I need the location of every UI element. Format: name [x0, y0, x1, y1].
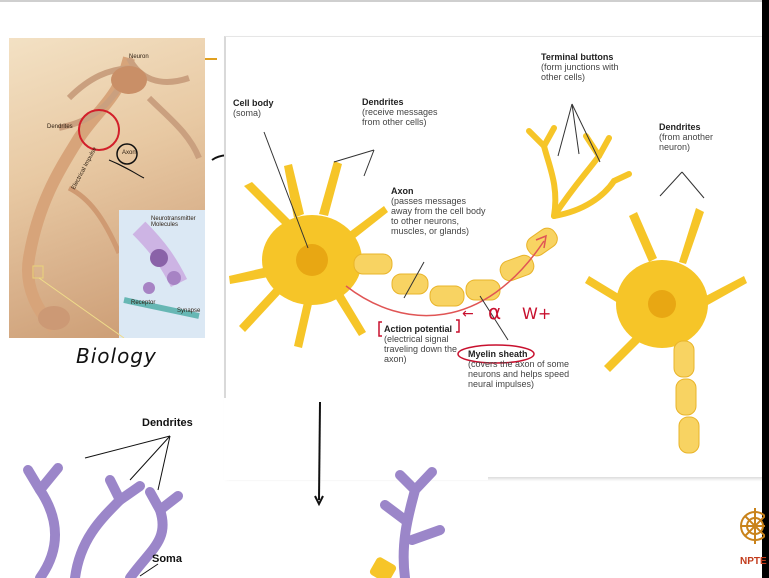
label-terminal-buttons: Terminal buttons (form junctions with ot… [541, 52, 627, 82]
label-action-potential-title: Action potential [384, 324, 460, 334]
lower-neuron-art [0, 400, 480, 578]
label-action-potential: Action potential (electrical signal trav… [384, 324, 460, 364]
neuron-photo: Neuron Dendrites Axon Electrical Impulse… [9, 38, 205, 338]
label-axon: Axon (passes messages away from the cell… [391, 186, 489, 236]
handwritten-biology: Biology [76, 344, 157, 368]
label-myelin-sheath: Myelin sheath (covers the axon of some n… [468, 349, 586, 389]
label-axon-title: Axon [391, 186, 489, 196]
label-cell-body: Cell body (soma) [233, 98, 303, 118]
lower-label-soma: Soma [152, 554, 182, 564]
label-terminal-buttons-title: Terminal buttons [541, 52, 627, 62]
label-dendrites-other: Dendrites (from another neuron) [659, 122, 741, 152]
label-cell-body-title: Cell body [233, 98, 303, 108]
photo-label-receptor: Receptor [131, 300, 155, 306]
photo-label-dendrites: Dendrites [47, 124, 73, 130]
label-dendrites-other-sub: (from another neuron) [659, 132, 713, 152]
label-terminal-buttons-sub: (form junctions with other cells) [541, 62, 619, 82]
neuron-photo-art [9, 38, 205, 338]
label-myelin-sheath-title: Myelin sheath [468, 349, 586, 359]
handwritten-alpha: α [488, 300, 501, 324]
label-dendrites-sub: (receive messages from other cells) [362, 107, 438, 127]
label-dendrites-title: Dendrites [362, 97, 452, 107]
nptel-logo-text: NPTE [740, 556, 767, 567]
top-edge [0, 0, 769, 2]
handwritten-wt: W+ [522, 304, 551, 323]
label-myelin-sheath-sub: (covers the axon of some neurons and hel… [468, 359, 569, 389]
photo-label-neuron: Neuron [129, 54, 149, 60]
label-dendrites: Dendrites (receive messages from other c… [362, 97, 452, 127]
photo-label-synapse: Synapse [177, 308, 200, 314]
label-cell-body-sub: (soma) [233, 108, 261, 118]
photo-label-neurotransmitter: Neurotransmitter Molecules [151, 216, 201, 228]
label-action-potential-sub: (electrical signal traveling down the ax… [384, 334, 457, 364]
photo-label-axon: Axon [122, 150, 136, 156]
handwritten-arrow: ← [462, 306, 474, 322]
lower-label-dendrites: Dendrites [142, 418, 193, 428]
label-axon-sub: (passes messages away from the cell body… [391, 196, 486, 236]
label-dendrites-other-title: Dendrites [659, 122, 741, 132]
orange-accent-mark [205, 58, 217, 60]
